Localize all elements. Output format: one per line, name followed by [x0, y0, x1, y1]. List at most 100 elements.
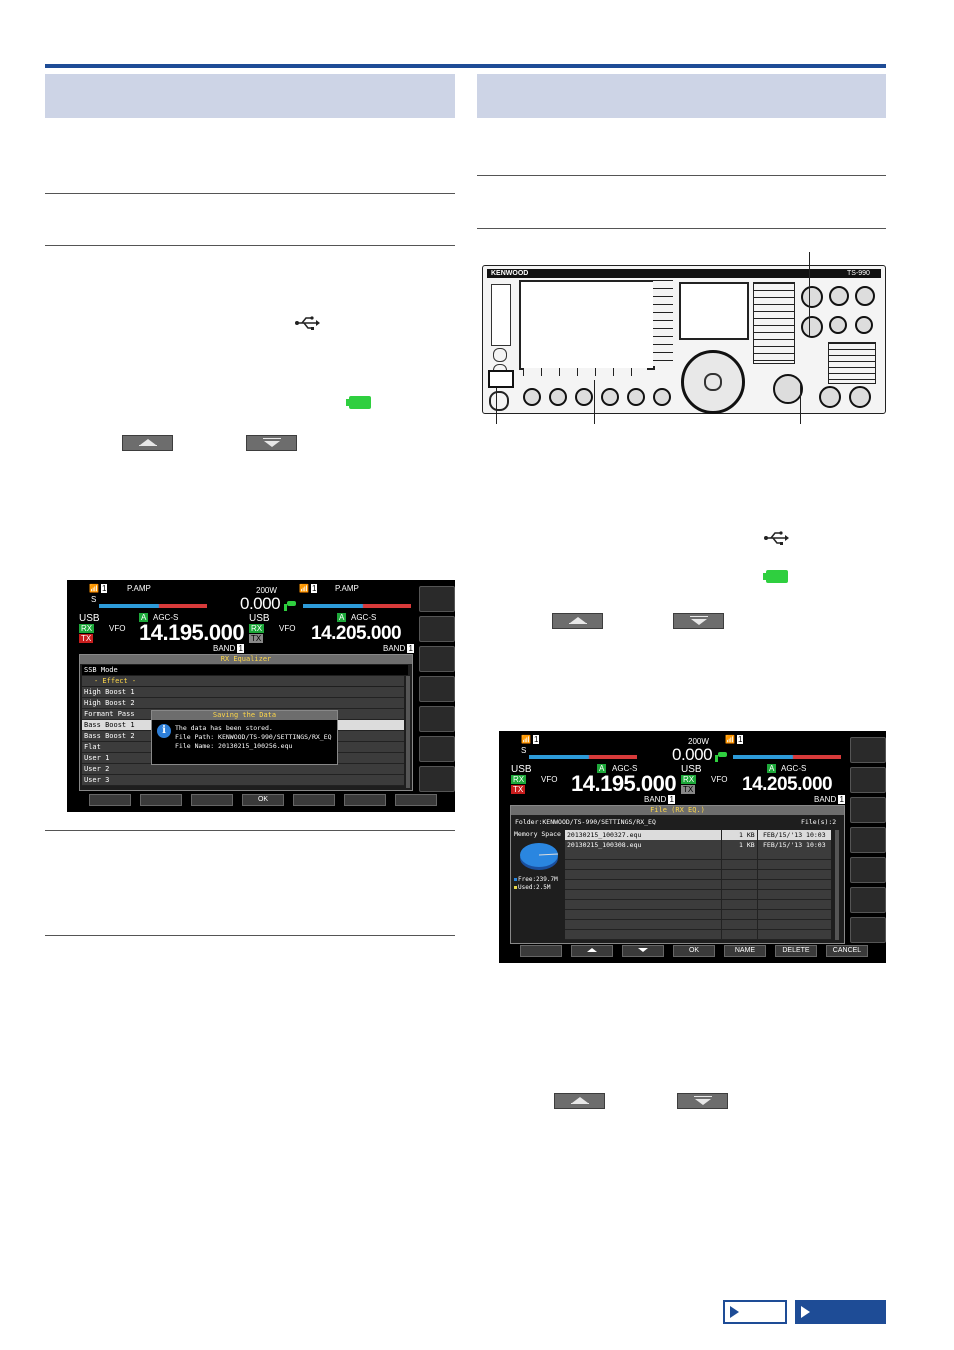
- band-main: BAND 1: [213, 644, 244, 653]
- usb-memory-icon: [715, 752, 727, 762]
- effect-header: - Effect -: [82, 676, 404, 686]
- down-arrow-icon: [246, 435, 297, 451]
- divider: [45, 935, 455, 936]
- divider: [45, 245, 455, 246]
- next-section-button[interactable]: [795, 1300, 886, 1324]
- file-size: 1 KB: [739, 841, 755, 849]
- transceiver-front-panel: KENWOOD TS-990: [482, 265, 886, 414]
- side-key-column: [653, 280, 673, 366]
- band-sub: BAND 1: [814, 795, 845, 804]
- popup-title: Saving the Data: [152, 711, 337, 720]
- usb-port: [488, 370, 514, 388]
- agc-sub: AGC-S: [781, 764, 807, 773]
- knob: [653, 388, 671, 406]
- frequency-main: 14.195.000: [571, 771, 677, 796]
- preamp-label: P.AMP: [127, 584, 151, 593]
- knob: [855, 316, 873, 334]
- function-key-row: [523, 368, 647, 376]
- down-arrow-icon: [673, 613, 724, 629]
- voltage-readout: 0.000: [672, 745, 713, 764]
- knob: [849, 386, 871, 408]
- right-section-heading-band: [477, 74, 886, 118]
- voltage-readout: 0.000: [240, 594, 281, 613]
- memory-pie-chart: [519, 841, 559, 871]
- table-row[interactable]: 20130215_100308.equ 1 KB FEB/15/'13 10:0…: [565, 840, 831, 850]
- knob: [523, 388, 541, 406]
- rx-indicator-sub: RX: [249, 624, 265, 633]
- scrollbar[interactable]: [406, 676, 410, 788]
- knob: [601, 388, 619, 406]
- band-sub: BAND 1: [383, 644, 414, 653]
- agc-sub: AGC-S: [351, 613, 377, 622]
- knob: [801, 286, 823, 308]
- divider: [45, 193, 455, 194]
- power-label: 200W: [688, 737, 709, 746]
- knob: [819, 386, 841, 408]
- function-key-1[interactable]: [89, 794, 131, 806]
- down-arrow-icon: [638, 948, 648, 952]
- callout-line: [496, 388, 497, 424]
- up-arrow-icon: [587, 948, 597, 952]
- next-page-icon: [801, 1306, 810, 1318]
- mode-sub: USB: [249, 613, 270, 624]
- function-key-6[interactable]: [344, 794, 386, 806]
- rx-equalizer-save-screen: 📶1 P.AMP S 200W 0.000 📶1 P.AMP USB RX TX…: [67, 580, 455, 812]
- file-name: 20130215_100327.equ: [567, 831, 642, 839]
- antenna-indicator-sub: 📶1: [299, 584, 318, 593]
- delete-key[interactable]: DELETE: [775, 945, 817, 957]
- next-page-button[interactable]: [723, 1300, 787, 1324]
- up-key[interactable]: [571, 945, 613, 957]
- function-key-5[interactable]: [293, 794, 335, 806]
- s-meter-sub: [303, 604, 411, 608]
- callout-line: [809, 252, 810, 336]
- ok-key[interactable]: OK: [242, 794, 284, 806]
- vfo-a-tag: A: [597, 764, 607, 773]
- file-rx-eq-screen: 📶1 S 200W 0.000 📶1 USB RX TX VFO A AGC-S…: [499, 731, 886, 963]
- vfo-main: VFO: [541, 775, 558, 784]
- name-key[interactable]: NAME: [724, 945, 766, 957]
- panel-top-strip: KENWOOD TS-990: [487, 269, 881, 278]
- dialog-title: File (RX EQ.): [511, 806, 844, 815]
- knob: [855, 286, 875, 306]
- divider: [477, 228, 886, 229]
- s-meter-main: [99, 604, 207, 608]
- up-arrow-icon: [552, 613, 603, 629]
- right-button-grid: [828, 342, 876, 384]
- memory-space-label: Memory Space: [514, 830, 561, 838]
- vfo-sub: VFO: [279, 624, 296, 633]
- antenna-indicator: 📶1: [89, 584, 108, 593]
- next-page-icon: [730, 1306, 739, 1318]
- scrollbar[interactable]: [835, 830, 839, 940]
- usb-icon: [294, 316, 320, 330]
- down-arrow-icon: [677, 1093, 728, 1109]
- agc-main: AGC-S: [612, 764, 638, 773]
- rx-indicator: RX: [511, 775, 527, 784]
- tx-indicator-sub: TX: [681, 785, 696, 794]
- vfo-main: VFO: [109, 624, 126, 633]
- ok-key[interactable]: OK: [673, 945, 715, 957]
- tx-indicator: TX: [511, 785, 526, 794]
- down-key[interactable]: [622, 945, 664, 957]
- info-icon: i: [157, 724, 171, 738]
- list-item[interactable]: User 3: [82, 775, 404, 786]
- function-key-1[interactable]: [520, 945, 562, 957]
- list-item[interactable]: User 2: [82, 764, 404, 775]
- function-key-3[interactable]: [191, 794, 233, 806]
- multi-control-knob: [801, 316, 823, 338]
- up-arrow-icon: [122, 435, 173, 451]
- vfo-a-tag-sub: A: [767, 764, 777, 773]
- header-accent-bar: [45, 64, 886, 68]
- function-key-2[interactable]: [140, 794, 182, 806]
- usb-memory-icon: [763, 570, 788, 583]
- antenna-indicator-sub: 📶1: [725, 735, 744, 744]
- list-item[interactable]: High Boost 1: [82, 687, 404, 698]
- mode-sub: USB: [681, 764, 702, 775]
- mode-main: USB: [79, 613, 100, 624]
- table-row-selected[interactable]: 20130215_100327.equ 1 KB FEB/15/'13 10:0…: [565, 830, 831, 840]
- list-item[interactable]: High Boost 2: [82, 698, 404, 709]
- knob: [829, 286, 849, 306]
- usb-memory-icon: [346, 396, 371, 409]
- knob: [549, 388, 567, 406]
- function-key-7[interactable]: [395, 794, 437, 806]
- cancel-key[interactable]: CANCEL: [826, 945, 868, 957]
